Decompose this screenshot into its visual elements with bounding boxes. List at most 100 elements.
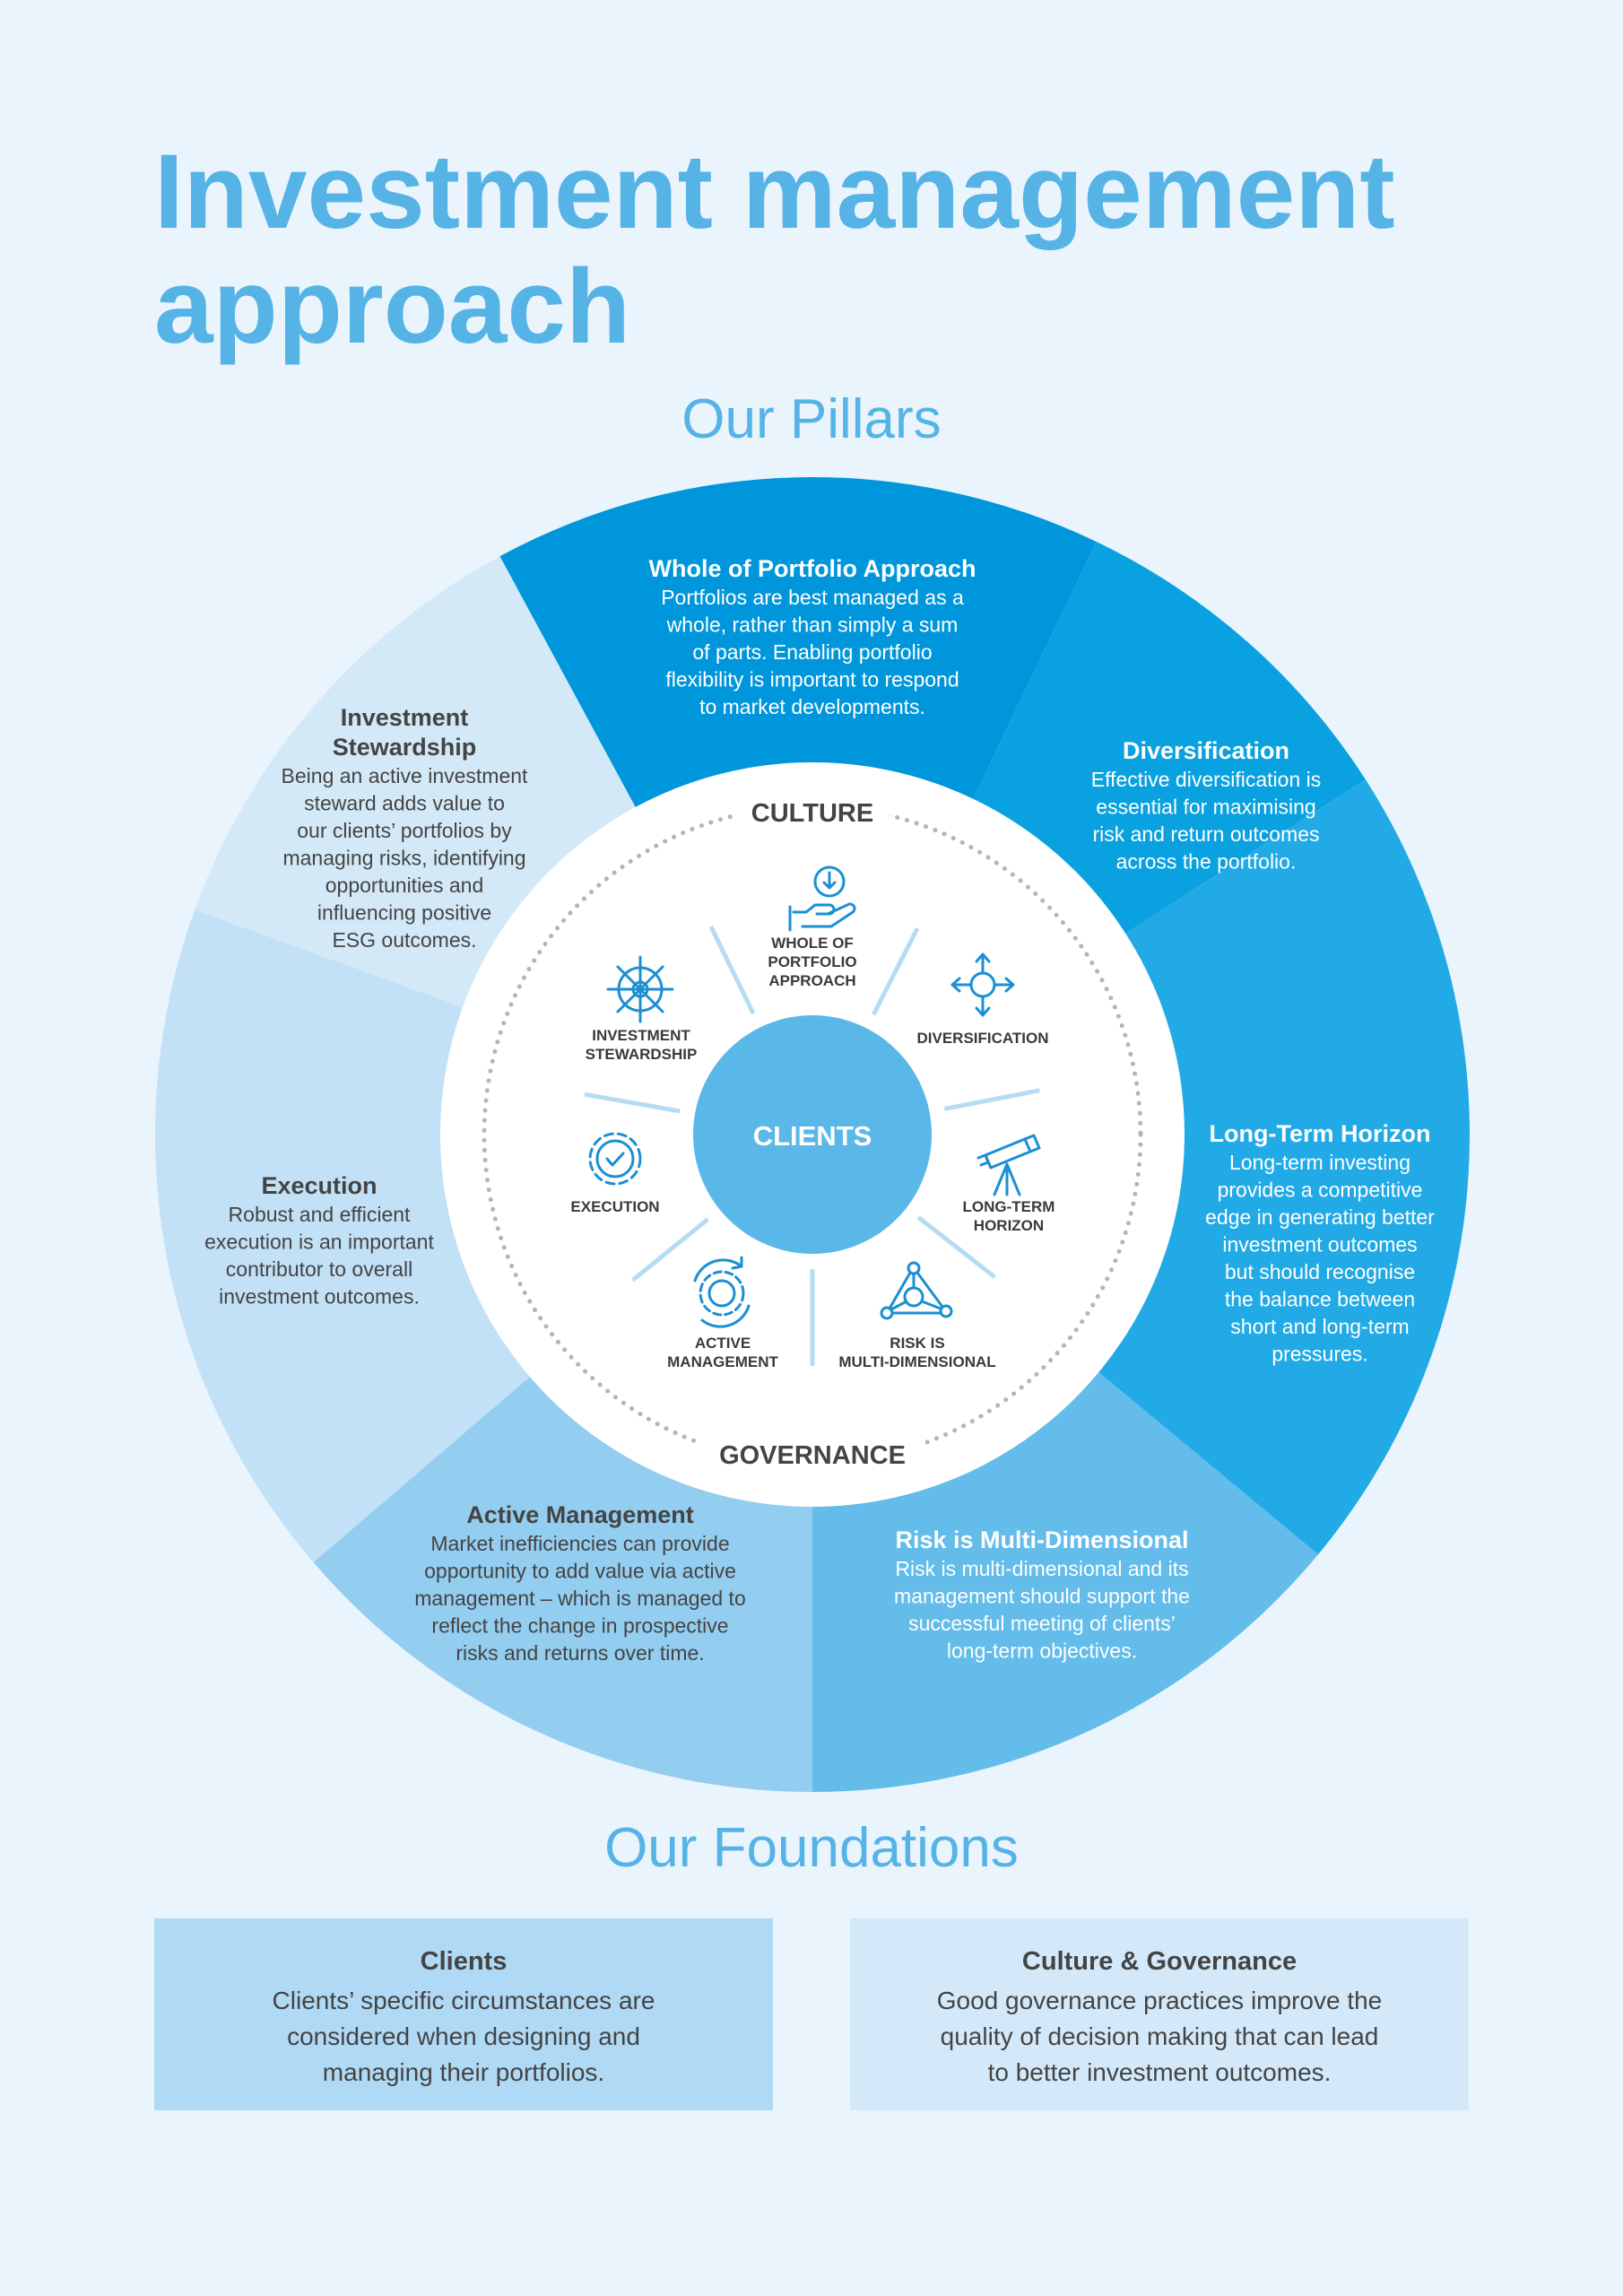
pillar-description-line: investment outcomes. [219,1285,420,1309]
pillar-title: Risk is Multi-Dimensional [895,1526,1188,1553]
inner-label-longterm: LONG-TERM HORIZON [963,1198,1055,1234]
pillar-icons [588,865,1041,1328]
pillar-description-line: Market inefficiencies can provide [430,1532,729,1555]
pillar-description-line: short and long-term [1230,1315,1409,1338]
foundation-card-line: Clients’ specific circumstances are [272,1987,655,2014]
telescope-icon [976,1134,1041,1196]
governance-label: GOVERNANCE [719,1441,906,1470]
pillar-description-line: whole, rather than simply a sum [666,613,959,637]
pillar-description-line: opportunities and [325,874,483,897]
inner-label-line: HORIZON [974,1217,1044,1234]
pillar-description-line: execution is an important [204,1231,434,1254]
spokes [584,926,1040,1366]
pillar-description-line: Effective diversification is [1091,768,1322,791]
foundations-heading: Our Foundations [604,1817,1019,1879]
pillar-description-line: risk and return outcomes [1092,822,1319,846]
pillar-description-line: the balance between [1225,1288,1415,1311]
pillar-description-line: steward adds value to [304,792,505,815]
spoke [708,926,756,1015]
foundation-card-body: Good governance practices improve the qu… [850,1983,1469,2091]
network-icon [880,1261,953,1320]
inner-label-line: MULTI-DIMENSIONAL [838,1353,995,1370]
inner-label-line: STEWARDSHIP [586,1046,698,1063]
inner-label-line: WHOLE OF [771,935,854,952]
inner-label-line: EXECUTION [570,1198,659,1215]
spoke [871,926,920,1016]
inner-label-line: PORTFOLIO [768,953,856,970]
clients-hub-label: CLIENTS [753,1120,872,1152]
inner-label-diversification: DIVERSIFICATION [916,1030,1048,1047]
foundation-card-title: Clients [420,1947,508,1976]
pillar-description-line: risks and returns over time. [456,1641,704,1665]
foundation-card-line: managing their portfolios. [322,2058,605,2086]
inner-label-line: INVESTMENT [592,1027,690,1044]
gear-check-icon [588,1132,642,1186]
pillar-description-line: contributor to overall [226,1257,412,1281]
pillars-heading: Our Pillars [681,388,942,450]
pillar-description-line: but should recognise [1225,1260,1415,1283]
pillar-description-line: to market developments. [699,695,925,718]
culture-label-mask [735,789,890,834]
pillar-description-line: our clients’ portfolios by [297,819,512,842]
four-arrows-icon [950,952,1015,1017]
inner-label-line: RISK IS [890,1335,944,1352]
pillar-description-line: Risk is multi-dimensional and its [895,1557,1188,1580]
spoke [630,1217,709,1283]
spoke [943,1088,1040,1111]
pillar-title: Execution [261,1172,377,1199]
page-title-line-2: approach [154,248,631,366]
pillar-description-line: Robust and efficient [229,1203,411,1226]
inner-label-line: MANAGEMENT [667,1353,778,1370]
foundation-card-title: Culture & Governance [1021,1947,1298,1976]
inner-label-line: APPROACH [768,972,855,989]
pillar-title: Investment [341,704,469,731]
pillar-description-line: management should support the [894,1585,1190,1608]
foundation-card-culture-governance: Culture & Governance Good governance pra… [850,1918,1469,2110]
ship-wheel-icon [606,955,674,1023]
pillar-title: Active Management [466,1501,694,1528]
pillar-description-line: of parts. Enabling portfolio [692,640,932,664]
pillar-description-line: across the portfolio. [1116,850,1297,874]
foundation-card-line: considered when designing and [287,2022,640,2050]
pillar-description-line: successful meeting of clients’ [908,1612,1176,1635]
spoke [584,1091,681,1114]
pillar-description-line: management – which is managed to [414,1587,746,1610]
gear-cycle-icon [693,1256,751,1328]
pillar-description-line: flexibility is important to respond [665,668,959,691]
pillar-title: Whole of Portfolio Approach [649,555,976,582]
pillar-title: Stewardship [333,734,477,761]
page-title: Investment management approach [154,135,1499,364]
pillar-description-line: provides a competitive [1218,1178,1423,1202]
pillar-description-line: opportunity to add value via active [424,1560,736,1583]
foundation-card-line: Good governance practices improve the [936,1987,1383,2014]
pillar-description-line: pressures. [1271,1343,1367,1366]
spoke [916,1215,996,1279]
foundation-card-line: quality of decision making that can lead [940,2022,1379,2050]
foundation-card-line: to better investment outcomes. [987,2058,1332,2086]
inner-label-line: LONG-TERM [963,1198,1055,1215]
pillar-description-line: Long-term investing [1229,1151,1410,1174]
pillar-description-line: Portfolios are best managed as a [661,586,964,609]
pillar-description-line: managing risks, identifying [282,847,525,870]
culture-label: CULTURE [751,799,873,828]
hand-with-coin-icon [788,865,856,932]
page-title-line-1: Investment management [154,133,1395,251]
inner-label-execution: EXECUTION [570,1198,659,1215]
pillar-description-line: ESG outcomes. [332,928,476,952]
pillar-title: Diversification [1123,737,1289,764]
pillar-description-line: reflect the change in prospective [431,1614,728,1638]
pillar-description-line: essential for maximising [1096,796,1315,819]
